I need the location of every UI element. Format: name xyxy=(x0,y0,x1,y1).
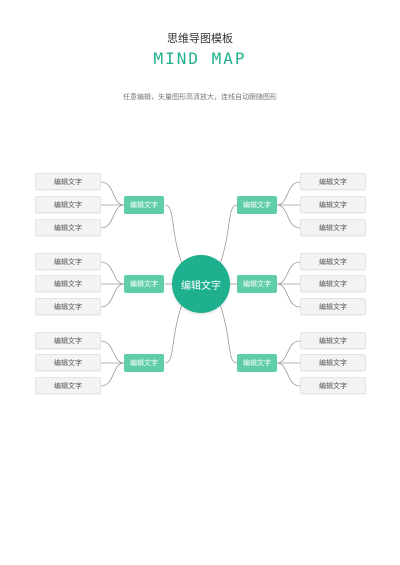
branch-node-left-3[interactable]: 编辑文字 xyxy=(124,354,164,372)
leaf-node-right-2-3[interactable]: 编辑文字 xyxy=(300,298,366,315)
branch-node-right-1[interactable]: 编辑文字 xyxy=(237,196,277,214)
leaf-node-left-3-3[interactable]: 编辑文字 xyxy=(35,377,101,394)
connector-right1-leaf3 xyxy=(276,204,301,229)
connector-center-left-1 xyxy=(164,204,183,265)
leaf-node-left-1-2[interactable]: 编辑文字 xyxy=(35,196,101,213)
connector-right3-leaf3 xyxy=(276,362,301,387)
connector-right2-leaf3 xyxy=(276,283,301,308)
connector-center-right-1 xyxy=(219,204,238,265)
leaf-node-right-2-1[interactable]: 编辑文字 xyxy=(300,253,366,270)
page-subtitle: 任意编辑，矢量图形高清放大，连线自动跟随图形 xyxy=(123,93,277,101)
page-title-english: MIND MAP xyxy=(153,49,247,68)
connector-left3-leaf3 xyxy=(100,362,125,387)
branch-node-right-2[interactable]: 编辑文字 xyxy=(237,275,277,293)
connector-right2-leaf1 xyxy=(276,261,301,285)
leaf-node-left-1-1[interactable]: 编辑文字 xyxy=(35,173,101,190)
leaf-node-left-3-1[interactable]: 编辑文字 xyxy=(35,332,101,349)
connector-left1-leaf3 xyxy=(100,204,125,229)
leaf-node-right-1-1[interactable]: 编辑文字 xyxy=(300,173,366,190)
connector-right3-leaf1 xyxy=(276,340,301,364)
page-title: 思维导图模板 xyxy=(167,32,233,45)
leaf-node-right-3-1[interactable]: 编辑文字 xyxy=(300,332,366,349)
branch-node-left-1[interactable]: 编辑文字 xyxy=(124,196,164,214)
leaf-node-right-3-2[interactable]: 编辑文字 xyxy=(300,354,366,371)
leaf-node-right-1-3[interactable]: 编辑文字 xyxy=(300,219,366,236)
branch-node-right-3[interactable]: 编辑文字 xyxy=(237,354,277,372)
leaf-node-left-2-2[interactable]: 编辑文字 xyxy=(35,275,101,292)
leaf-node-left-3-2[interactable]: 编辑文字 xyxy=(35,354,101,371)
leaf-node-left-2-3[interactable]: 编辑文字 xyxy=(35,298,101,315)
branch-node-left-2[interactable]: 编辑文字 xyxy=(124,275,164,293)
leaf-node-left-1-3[interactable]: 编辑文字 xyxy=(35,219,101,236)
leaf-node-right-3-3[interactable]: 编辑文字 xyxy=(300,377,366,394)
connector-right1-leaf1 xyxy=(276,181,301,206)
connector-left2-leaf3 xyxy=(100,283,125,308)
connector-left1-leaf1 xyxy=(100,181,125,206)
leaf-node-right-2-2[interactable]: 编辑文字 xyxy=(300,275,366,292)
connector-left3-leaf1 xyxy=(100,340,125,364)
center-node[interactable]: 编辑文字 xyxy=(172,255,230,313)
connector-center-left-3 xyxy=(164,303,183,364)
leaf-node-left-2-1[interactable]: 编辑文字 xyxy=(35,253,101,270)
leaf-node-right-1-2[interactable]: 编辑文字 xyxy=(300,196,366,213)
connector-center-right-3 xyxy=(219,303,238,364)
connector-left2-leaf1 xyxy=(100,261,125,285)
